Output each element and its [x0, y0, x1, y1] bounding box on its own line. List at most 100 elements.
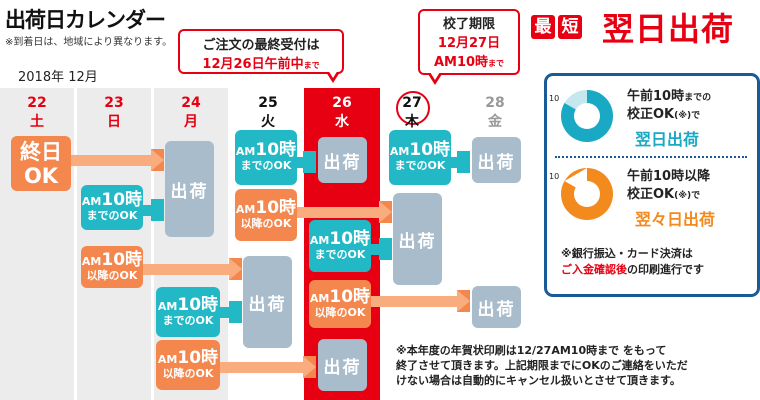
- ship-label: 出荷: [477, 152, 516, 173]
- after-ok-label: 以降のOK: [162, 366, 214, 380]
- footer-note: ※本年度の年賀状印刷は12/27AM10時まで をもって 終了させて頂きます。上…: [396, 343, 756, 388]
- after-ok-label: 以降のOK: [86, 268, 138, 282]
- panel-divider: [555, 156, 747, 158]
- arrow-shaft: [218, 307, 230, 318]
- after-10am-box-23: AM10時 以降のOK: [81, 246, 143, 288]
- clock-label-before: 10: [549, 94, 560, 103]
- footer-line3: けない場合は自動的にキャンセル扱いとさせて頂きます。: [396, 374, 681, 387]
- day-num-27: 27: [402, 95, 422, 111]
- deadline-circle: [396, 91, 430, 125]
- arrow-head: [457, 151, 470, 173]
- after-10am-box-26: AM10時 以降のOK: [309, 280, 371, 328]
- day-column-22: [0, 88, 74, 400]
- ship-box-28a: 出荷: [472, 137, 521, 183]
- day-num-26: 26: [332, 95, 352, 111]
- before-10am-box-27: AM10時 までのOK: [389, 130, 451, 185]
- am-10-label: AM10時: [81, 249, 143, 270]
- info-panel: 10 午前10時までの 校正OK(※)で 翌日出荷 10 午前10時以降 校正O…: [544, 73, 760, 297]
- day-name-26: 水: [335, 114, 349, 130]
- before-ok-label: までのOK: [314, 247, 366, 261]
- am-10-label: AM10時: [157, 347, 219, 368]
- day-column-23: [77, 88, 151, 400]
- day-num-25: 25: [258, 95, 278, 111]
- order-deadline-line2: 12月26日午前中まで: [202, 57, 320, 72]
- day-num-23: 23: [104, 95, 124, 111]
- clock-label-after: 10: [549, 172, 560, 181]
- arrow-shaft: [70, 155, 152, 166]
- arrow-head: [379, 201, 392, 223]
- arrow-head: [379, 238, 392, 260]
- arrow-head: [151, 199, 164, 221]
- arrow-head: [229, 301, 242, 323]
- after-10am-box-25: AM10時 以降のOK: [235, 189, 297, 241]
- ship-label: 出荷: [323, 357, 362, 378]
- order-deadline-line1: ご注文の最終受付は: [202, 38, 320, 53]
- arrow-head: [303, 151, 316, 173]
- proof-deadline-callout: 校了期限 12月27日 AM10時まで: [418, 9, 520, 75]
- badge-tan: 短: [558, 15, 582, 39]
- ship-box-26a: 出荷: [318, 137, 367, 183]
- payment-note: ※銀行振込・カード決済は ご入金確認後の印刷進行です: [561, 247, 704, 276]
- ship-label: 出荷: [248, 294, 287, 315]
- proof-deadline-line3: AM10時まで: [433, 55, 505, 70]
- before-10am-box-24: AM10時 までのOK: [156, 287, 220, 337]
- before-10am-box-26: AM10時 までのOK: [309, 220, 371, 272]
- day-num-28: 28: [485, 95, 505, 111]
- arrow-shaft: [370, 244, 380, 255]
- before-ok-label: までのOK: [240, 159, 292, 172]
- proof-deadline-line1: 校了期限: [442, 17, 495, 32]
- before-ok-label: までのOK: [162, 313, 214, 327]
- arrow-shaft: [296, 157, 304, 168]
- badge-sai: 最: [531, 15, 555, 39]
- day-num-22: 22: [27, 95, 47, 111]
- am-10-label: AM10時: [81, 190, 143, 210]
- order-deadline-callout: ご注文の最終受付は 12月26日午前中まで: [178, 29, 344, 74]
- am-10-label: AM10時: [389, 140, 451, 160]
- arrow-shaft: [140, 205, 152, 216]
- arrival-note: ※到着日は、地域により異なります。: [5, 37, 173, 48]
- ship-label: 出荷: [170, 181, 209, 202]
- before-10am-box-23: AM10時 までのOK: [81, 185, 143, 230]
- footer-line2: 終了させて頂きます。上記期限までにOKのご連絡をいただ: [396, 359, 688, 372]
- ship-label: 出荷: [477, 299, 516, 320]
- day-name-22: 土: [30, 114, 44, 130]
- before-result: 翌日出荷: [635, 130, 700, 149]
- arrow-head: [457, 290, 470, 312]
- callout-tail-inner: [430, 72, 440, 80]
- arrow-shaft: [450, 157, 458, 168]
- ship-label: 出荷: [323, 152, 362, 173]
- after-ok-label: 以降のOK: [240, 216, 292, 230]
- before-line2: 校正OK(※)で: [627, 107, 701, 122]
- before-10am-box-25: AM10時 までのOK: [235, 130, 297, 185]
- allday-label: 終日: [20, 139, 62, 164]
- ship-box-28b: 出荷: [472, 286, 521, 328]
- year-month: 2018年 12月: [18, 70, 98, 85]
- day-name-24: 月: [184, 114, 198, 130]
- arrow-shaft: [296, 207, 380, 218]
- day-num-24: 24: [181, 95, 201, 111]
- callout-tail-inner: [328, 70, 338, 78]
- am-10-label: AM10時: [309, 286, 371, 307]
- day-name-23: 日: [107, 114, 121, 130]
- ship-box-24: 出荷: [165, 141, 214, 237]
- am-10-label: AM10時: [309, 228, 371, 249]
- arrow-shaft: [140, 264, 230, 275]
- arrow-shaft: [370, 296, 458, 307]
- after-line2: 校正OK(※)で: [627, 187, 701, 202]
- after-line1: 午前10時以降: [627, 169, 711, 184]
- next-day-shipping-title: 翌日出荷: [602, 10, 735, 48]
- ship-box-25: 出荷: [243, 256, 292, 348]
- after-result: 翌々日出荷: [635, 210, 716, 229]
- before-line1: 午前10時までの: [627, 89, 712, 104]
- day-name-28: 金: [488, 114, 502, 130]
- allday-ok-label: OK: [23, 163, 59, 188]
- before-ok-label: までのOK: [86, 209, 138, 222]
- proof-deadline-line2: 12月27日: [437, 36, 501, 51]
- day-name-27: 木: [405, 114, 419, 130]
- arrow-head: [229, 258, 242, 280]
- arrow-head: [303, 356, 316, 378]
- footer-line1: ※本年度の年賀状印刷は12/27AM10時まで をもって: [396, 344, 667, 357]
- ship-box-27: 出荷: [393, 193, 442, 285]
- ship-box-26b: 出荷: [318, 339, 367, 391]
- page-title: 出荷日カレンダー: [5, 8, 166, 32]
